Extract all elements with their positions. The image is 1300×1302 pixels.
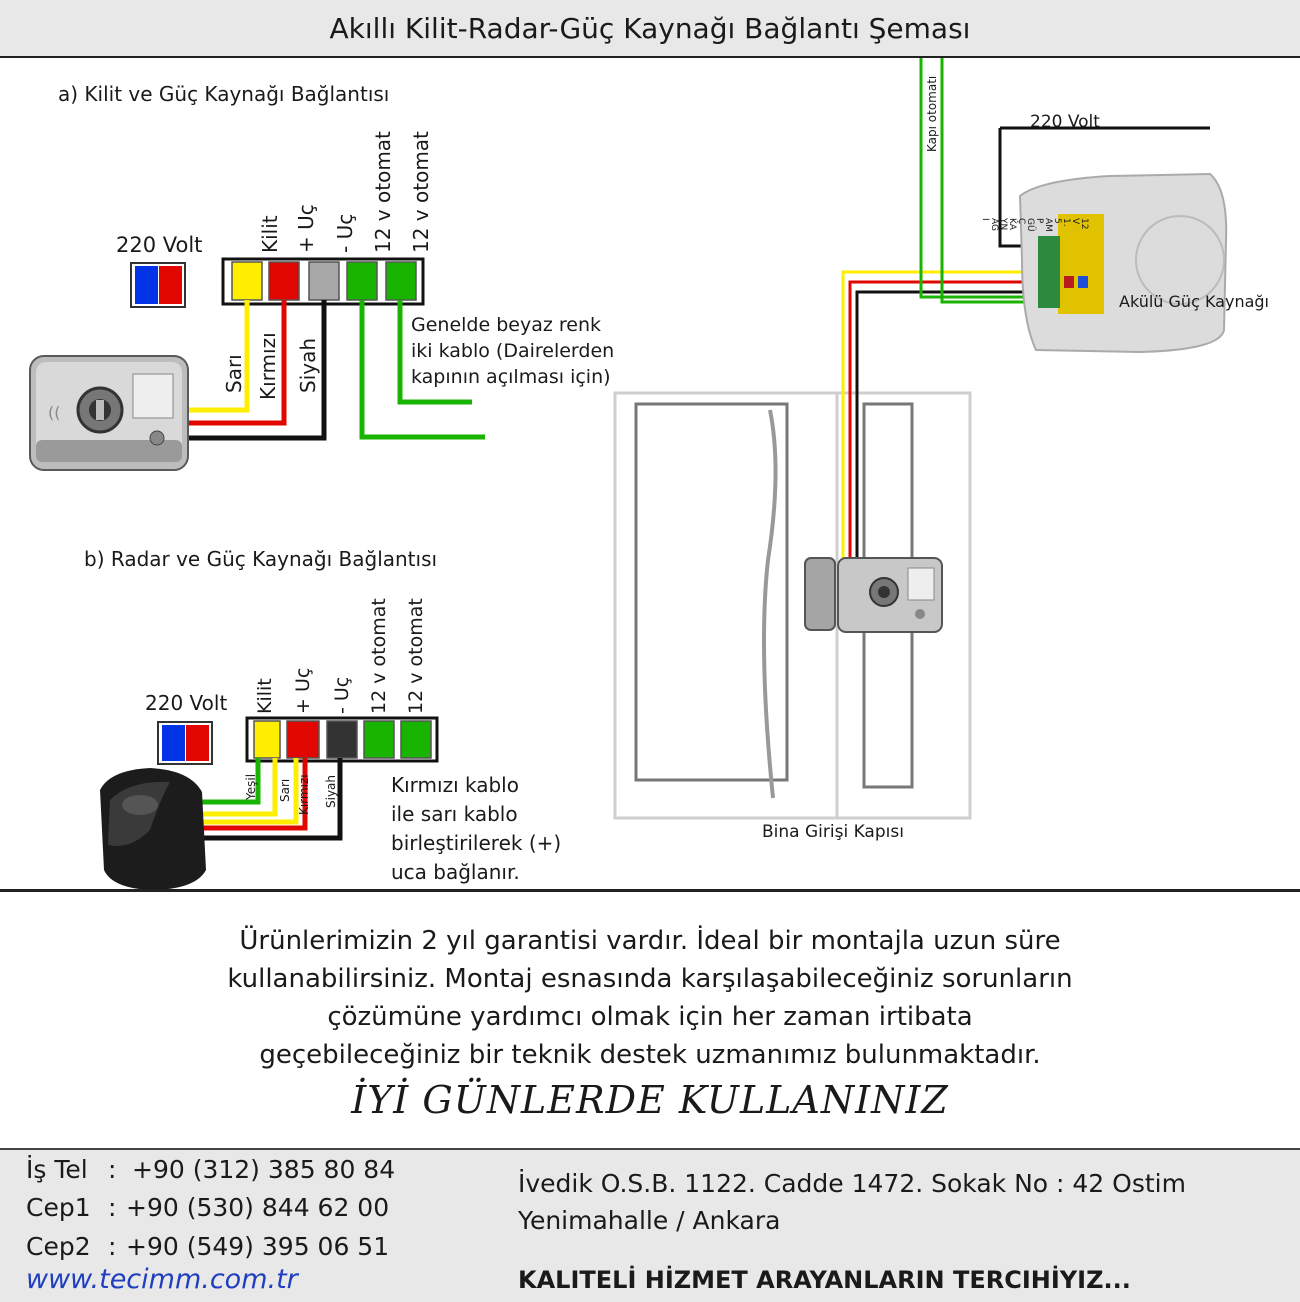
door-auto-label: Kapı otomatı: [925, 75, 939, 152]
wiring-diagram: ((: [29, 58, 1228, 890]
terminal-a-minus: - Uç: [333, 213, 357, 253]
page-title: Akıllı Kilit-Radar-Güç Kaynağı Bağlantı …: [329, 12, 971, 45]
contact-work-phone: İş Tel: +90 (312) 385 80 84: [26, 1155, 395, 1184]
psu-wires: [841, 58, 1210, 558]
note-b-line: Kırmızı kablo: [391, 773, 519, 797]
contact-label: Cep2: [26, 1232, 91, 1261]
note-b-line: uca bağlanır.: [391, 860, 520, 884]
address-line-2: Yenimahalle / Ankara: [518, 1206, 781, 1235]
terminal-strip-a: [221, 257, 425, 306]
terminal-b-auto-1: 12 v otomat: [368, 598, 390, 714]
terminal-a-auto-2: 12 v otomat: [409, 131, 433, 253]
contact-value[interactable]: +90 (312) 385 80 84: [132, 1155, 396, 1184]
power-supply-label: Akülü Güç Kaynağı: [1119, 292, 1269, 311]
terminal-b-lock: Kilit: [254, 678, 276, 714]
section-b-voltage-label: 220 Volt: [145, 691, 228, 715]
battery-power-supply-image: [1018, 172, 1228, 354]
section-a-note: Genelde beyaz renk iki kablo (Dairelerde…: [411, 312, 631, 390]
contact-label: Cep1: [26, 1193, 91, 1222]
wire-a-black-label: Siyah: [296, 337, 320, 393]
terminal-a-plus: + Uç: [294, 204, 318, 253]
wire-b-red-label: Kırmızı: [297, 774, 311, 815]
section-a-heading: a) Kilit ve Güç Kaynağı Bağlantısı: [58, 82, 390, 106]
door-lock-image: [804, 557, 943, 633]
contact-sep: :: [108, 1193, 117, 1222]
title-bar: [0, 0, 1300, 58]
note-a-line: Genelde beyaz renk: [411, 314, 601, 336]
warranty-text: Ürünlerimizin 2 yıl garantisi vardır. İd…: [150, 922, 1150, 1074]
installation-diagram: [613, 58, 1228, 820]
contact-sep: :: [108, 1232, 117, 1261]
contact-value[interactable]: +90 (530) 844 62 00: [126, 1193, 390, 1222]
electric-lock-image-a: ((: [29, 355, 189, 471]
wire-b-black-label: Siyah: [324, 774, 338, 808]
note-a-line: iki kablo (Dairelerden: [411, 340, 615, 362]
section-a-lock-connection: ((: [29, 257, 485, 471]
warranty-line: çözümüne yardımcı olmak için her zaman i…: [327, 1002, 973, 1032]
contact-label: İş Tel: [26, 1155, 88, 1184]
warranty-line: geçebileceğiniz bir teknik destek uzmanı…: [259, 1040, 1041, 1070]
note-a-line: kapının açılması için): [411, 366, 611, 388]
terminal-b-auto-2: 12 v otomat: [405, 598, 427, 714]
svg-text:((: ((: [48, 403, 60, 422]
terminal-a-auto-1: 12 v otomat: [371, 131, 395, 253]
door-label: Bina Girişi Kapısı: [762, 822, 904, 842]
wire-a-yellow-label: Sarı: [222, 354, 246, 393]
contact-sep: :: [108, 1155, 117, 1184]
mains-plug-b: [157, 721, 213, 765]
terminal-strip-b: [245, 716, 439, 763]
wire-a-red-label: Kırmızı: [256, 332, 280, 400]
wire-b-green-label: Yeşil: [244, 773, 258, 800]
terminal-b-plus: + Uç: [292, 667, 314, 714]
contact-mobile-1: Cep1: +90 (530) 844 62 00: [26, 1193, 389, 1222]
footer: [0, 1148, 1300, 1302]
address-line-1: İvedik O.S.B. 1122. Cadde 1472. Sokak No…: [518, 1169, 1186, 1198]
section-a-voltage-label: 220 Volt: [116, 233, 203, 257]
terminal-b-minus: - Uç: [331, 676, 353, 714]
section-b-note: Kırmızı kablo ile sarı kablo birleştiril…: [391, 771, 591, 887]
warranty-line: kullanabilirsiniz. Montaj esnasında karş…: [227, 964, 1073, 994]
note-b-line: birleştirilerek (+): [391, 831, 562, 855]
wires-b: [200, 758, 343, 841]
mains-plug-a: [130, 262, 186, 308]
section-divider: [0, 889, 1300, 892]
warranty-line: Ürünlerimizin 2 yıl garantisi vardır. İd…: [239, 926, 1061, 956]
section-b-heading: b) Radar ve Güç Kaynağı Bağlantısı: [84, 547, 438, 571]
contact-mobile-2: Cep2: +90 (549) 395 06 51: [26, 1232, 389, 1261]
wires-a: [180, 300, 485, 441]
motto: İYİ GÜNLERDE KULLANINIZ: [351, 1078, 949, 1122]
mains-label: 220 Volt: [1030, 112, 1100, 132]
psu-face-text: 12V 1.5 AMP GÜÇ KAYNAĞI: [980, 218, 1089, 232]
website-link[interactable]: www.tecimm.com.tr: [26, 1264, 298, 1295]
wire-b-yellow-label: Sarı: [278, 778, 292, 802]
terminal-a-lock: Kilit: [258, 215, 282, 253]
slogan: KALITELİ HİZMET ARAYANLARIN TERCIHİYIZ..…: [518, 1266, 1131, 1294]
contact-value[interactable]: +90 (549) 395 06 51: [126, 1232, 390, 1261]
note-b-line: ile sarı kablo: [391, 802, 518, 826]
radar-sensor-image: [100, 768, 206, 890]
section-b-radar-connection: [100, 716, 439, 890]
